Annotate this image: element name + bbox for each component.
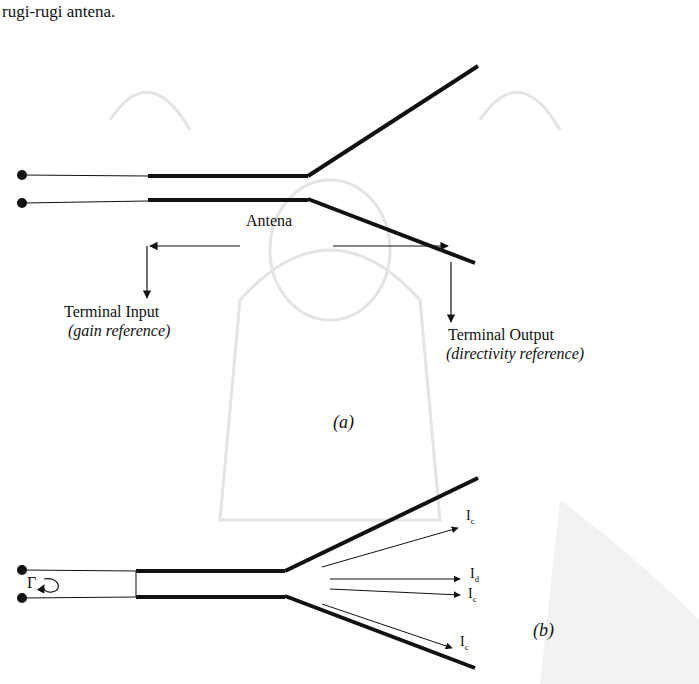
body-text: rugi-rugi antena. bbox=[2, 2, 115, 22]
terminal-label: Terminal Input bbox=[64, 303, 159, 321]
part-name: Antena bbox=[246, 212, 292, 230]
reference-arrows bbox=[147, 246, 451, 322]
antenna-b bbox=[17, 478, 478, 668]
current-label: Id bbox=[470, 566, 479, 584]
watermark bbox=[110, 92, 699, 684]
terminal-label: Terminal Output bbox=[448, 326, 554, 344]
figure-label: (b) bbox=[533, 620, 554, 641]
current-label: Ic bbox=[466, 508, 475, 526]
current-label: Ic bbox=[468, 586, 477, 604]
antenna-a bbox=[17, 66, 478, 263]
current-label: Ic bbox=[460, 634, 469, 652]
terminal-note: (gain reference) bbox=[68, 322, 170, 340]
figure-label: (a) bbox=[333, 412, 354, 433]
terminal-note: (directivity reference) bbox=[446, 345, 584, 363]
reflection-symbol: Γ bbox=[27, 574, 36, 592]
